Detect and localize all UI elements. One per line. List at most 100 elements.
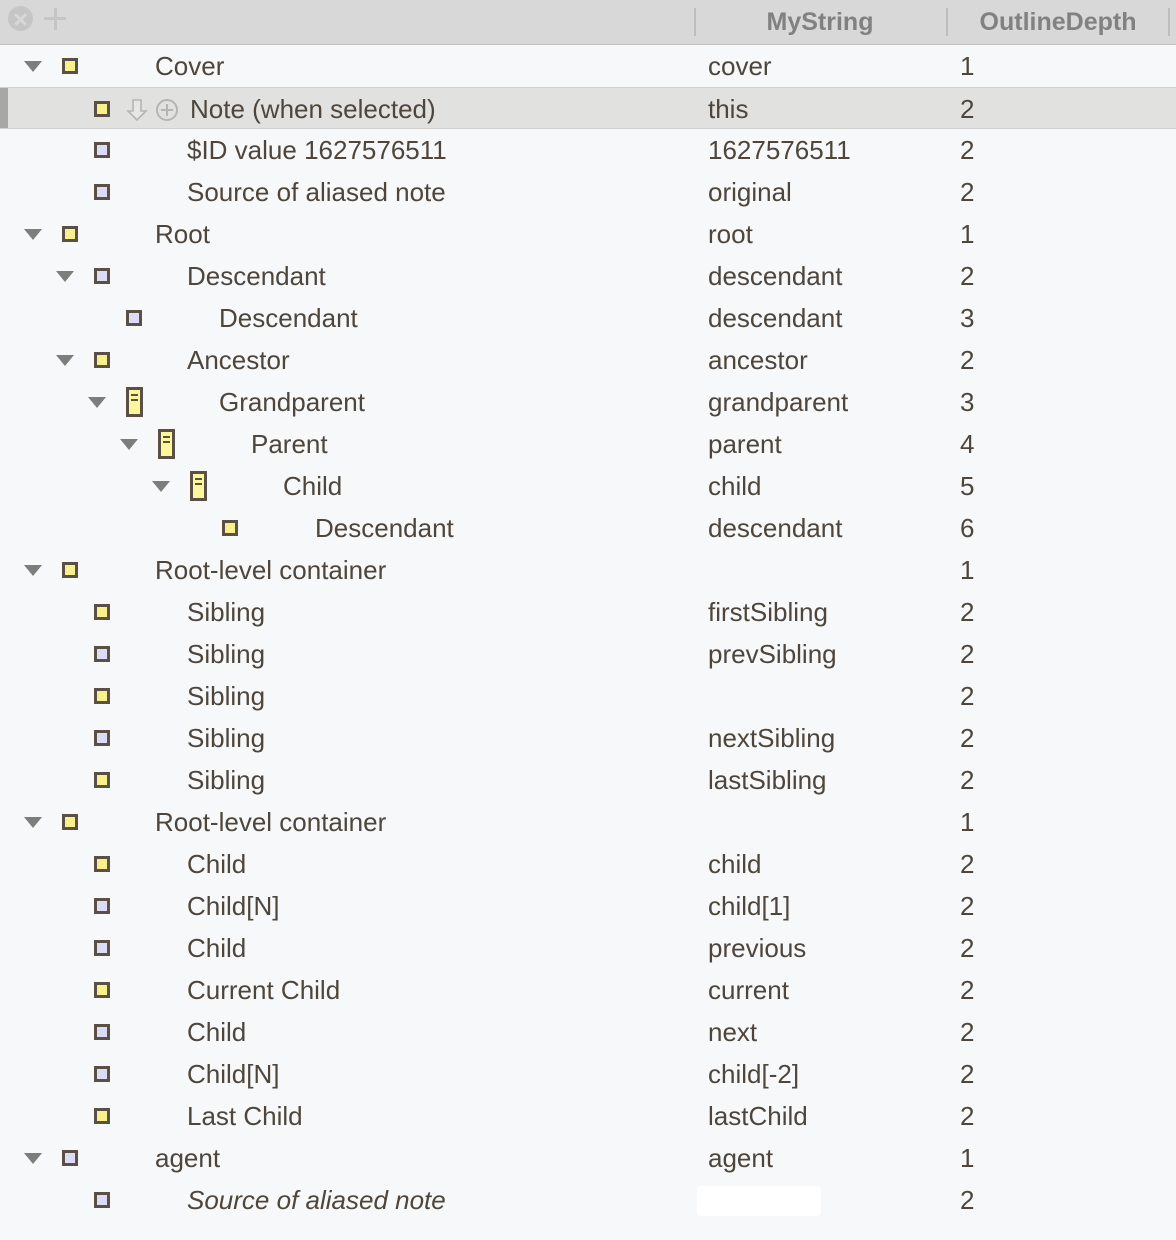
note-text-icon[interactable] (126, 387, 143, 417)
outline-row[interactable]: Source of aliased note 2 (0, 1179, 1176, 1221)
note-square-lavender-icon[interactable] (94, 1066, 110, 1082)
cell-outlinedepth[interactable]: 2 (960, 135, 975, 165)
outline-row-title[interactable]: Cover (155, 51, 225, 81)
note-square-lavender-icon[interactable] (94, 142, 110, 158)
outline-row-title[interactable]: Root (155, 219, 210, 249)
cell-mystring[interactable]: nextSibling (708, 723, 836, 753)
note-square-yellow-icon[interactable] (94, 352, 110, 368)
cell-outlinedepth[interactable]: 2 (960, 345, 975, 375)
cell-mystring[interactable]: lastChild (708, 1101, 808, 1131)
outline-row-title[interactable]: Parent (251, 429, 328, 459)
outline-row[interactable]: Sibling prevSibling 2 (0, 633, 1176, 675)
cell-outlinedepth[interactable]: 2 (960, 1017, 975, 1047)
arrow-down-icon[interactable] (126, 98, 148, 122)
outline-row[interactable]: Ancestor ancestor 2 (0, 339, 1176, 381)
mystring-edit-field[interactable] (697, 1186, 821, 1216)
outline-row-title[interactable]: Sibling (187, 597, 266, 627)
cell-outlinedepth[interactable]: 1 (960, 807, 975, 837)
outline-row[interactable]: Last Child lastChild 2 (0, 1095, 1176, 1137)
cell-outlinedepth[interactable]: 2 (960, 849, 975, 879)
cell-mystring[interactable]: lastSibling (708, 765, 827, 795)
note-square-yellow-icon[interactable] (94, 101, 110, 117)
cell-outlinedepth[interactable]: 3 (960, 303, 975, 333)
cell-outlinedepth[interactable]: 2 (960, 177, 975, 207)
outline-row[interactable]: Sibling nextSibling 2 (0, 717, 1176, 759)
cell-mystring[interactable]: descendant (708, 303, 843, 333)
cell-mystring[interactable]: child (708, 471, 762, 501)
cell-outlinedepth[interactable]: 2 (960, 1101, 975, 1131)
disclosure-triangle-icon[interactable] (152, 481, 170, 492)
note-square-yellow-icon[interactable] (94, 772, 110, 788)
disclosure-triangle-icon[interactable] (24, 229, 42, 240)
outline-row-title[interactable]: Source of aliased note (187, 1185, 446, 1215)
cell-mystring[interactable]: child (708, 849, 762, 879)
outline-row-title[interactable]: agent (155, 1143, 221, 1173)
outline-row-title[interactable]: Current Child (187, 975, 341, 1005)
cell-outlinedepth[interactable]: 4 (960, 429, 975, 459)
outline-row-title[interactable]: Last Child (187, 1101, 303, 1131)
note-square-lavender-icon[interactable] (126, 310, 142, 326)
disclosure-triangle-icon[interactable] (120, 439, 138, 450)
note-square-lavender-icon[interactable] (94, 730, 110, 746)
disclosure-triangle-icon[interactable] (88, 397, 106, 408)
column-separator[interactable] (694, 8, 696, 36)
column-separator[interactable] (946, 8, 948, 36)
note-square-yellow-icon[interactable] (94, 688, 110, 704)
note-square-yellow-icon[interactable] (62, 58, 78, 74)
disclosure-triangle-icon[interactable] (24, 1153, 42, 1164)
disclosure-triangle-icon[interactable] (24, 817, 42, 828)
outline-row[interactable]: Child next 2 (0, 1011, 1176, 1053)
outline-row[interactable]: Child child 5 (0, 465, 1176, 507)
note-text-icon[interactable] (190, 471, 207, 501)
outline-row-title[interactable]: Child (187, 1017, 247, 1047)
outline-row-title[interactable]: Child[N] (187, 891, 280, 921)
cell-mystring[interactable]: original (708, 177, 792, 207)
outline-row-title[interactable]: Root-level container (155, 555, 387, 585)
note-square-lavender-icon[interactable] (94, 898, 110, 914)
cell-mystring[interactable]: 1627576511 (708, 135, 851, 165)
outline-row[interactable]: Child[N]child[1]2 (0, 885, 1176, 927)
cell-outlinedepth[interactable]: 5 (960, 471, 975, 501)
disclosure-triangle-icon[interactable] (56, 355, 74, 366)
cell-outlinedepth[interactable]: 2 (960, 1059, 975, 1089)
cell-mystring[interactable]: ancestor (708, 345, 808, 375)
cell-outlinedepth[interactable]: 2 (960, 639, 975, 669)
cell-outlinedepth[interactable]: 2 (960, 765, 975, 795)
remove-circle-icon[interactable] (8, 6, 33, 31)
note-square-yellow-icon[interactable] (62, 814, 78, 830)
outline-row-title[interactable]: Sibling (187, 765, 266, 795)
cell-outlinedepth[interactable]: 2 (960, 1185, 975, 1215)
cell-outlinedepth[interactable]: 1 (960, 219, 975, 249)
disclosure-triangle-icon[interactable] (24, 565, 42, 576)
cell-outlinedepth[interactable]: 2 (960, 723, 975, 753)
outline-row-title[interactable]: Child (283, 471, 343, 501)
note-square-lavender-icon[interactable] (94, 268, 110, 284)
cell-mystring[interactable]: this (708, 94, 749, 124)
cell-mystring[interactable]: prevSibling (708, 639, 837, 669)
note-square-lavender-icon[interactable] (62, 1150, 78, 1166)
outline-row-title[interactable]: Note (when selected) (190, 94, 436, 124)
outline-row-title[interactable]: Sibling (187, 639, 266, 669)
outline-row[interactable]: Sibling lastSibling 2 (0, 759, 1176, 801)
outline-row-title[interactable]: Sibling (187, 723, 266, 753)
plus-circle-icon[interactable] (156, 99, 178, 121)
note-square-yellow-icon[interactable] (62, 226, 78, 242)
cell-outlinedepth[interactable]: 2 (960, 975, 975, 1005)
outline-row-title[interactable]: Ancestor (187, 345, 290, 375)
note-square-lavender-icon[interactable] (94, 1192, 110, 1208)
note-text-icon[interactable] (158, 429, 175, 459)
cell-mystring[interactable]: next (708, 1017, 758, 1047)
note-square-lavender-icon[interactable] (94, 940, 110, 956)
cell-outlinedepth[interactable]: 2 (960, 681, 975, 711)
